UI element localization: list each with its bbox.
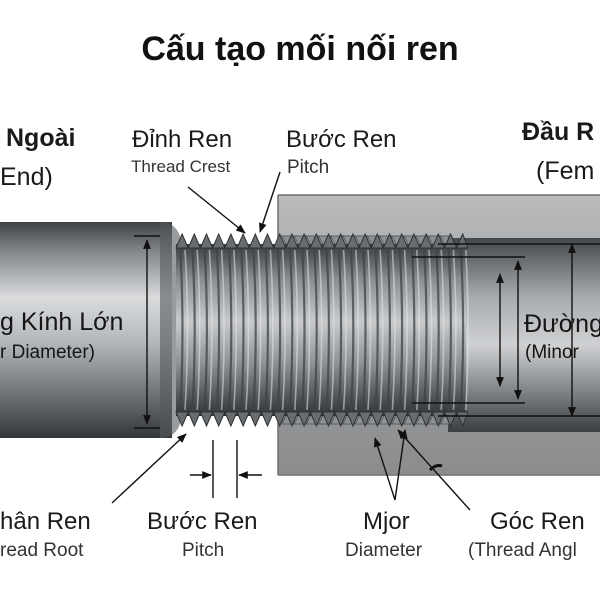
thread-root-en-label: read Root bbox=[0, 540, 84, 561]
male-end-label: Ngoài bbox=[6, 124, 76, 152]
thread-highlight bbox=[233, 249, 238, 411]
angle-arc bbox=[428, 464, 443, 472]
thread-turn bbox=[361, 245, 367, 415]
angle-leader bbox=[397, 429, 471, 511]
thread-highlight bbox=[428, 249, 433, 411]
major-diameter-bottom-label: Mjor bbox=[363, 508, 410, 535]
major-diameter-dimension bbox=[134, 235, 160, 429]
minor-diameter-label: Đường bbox=[524, 310, 600, 338]
thread-turn bbox=[252, 245, 257, 415]
thread-crest-profile-top bbox=[175, 232, 469, 250]
thread-highlight bbox=[306, 249, 311, 411]
thread-angle-label: Góc Ren bbox=[490, 508, 585, 535]
thread-turn bbox=[215, 245, 221, 415]
thread-highlight bbox=[257, 249, 262, 411]
pitch-bottom-en-label: Pitch bbox=[182, 540, 225, 561]
thread-highlight bbox=[391, 249, 396, 411]
thread-turn bbox=[459, 245, 465, 415]
female-end-en-label: (Fem bbox=[536, 157, 595, 185]
thread-highlight bbox=[220, 249, 225, 411]
thread-turn bbox=[264, 245, 269, 415]
thread-turn bbox=[191, 245, 196, 415]
thread-highlight bbox=[294, 249, 299, 411]
thread-highlight bbox=[184, 249, 189, 411]
pitch-top-en-label: Pitch bbox=[287, 157, 330, 178]
thread-highlight bbox=[269, 249, 274, 411]
thread-highlight bbox=[208, 249, 213, 411]
male-end-en-label: End) bbox=[0, 163, 53, 191]
thread-turn bbox=[337, 245, 343, 415]
thread-turn bbox=[178, 245, 184, 415]
thread-highlight bbox=[330, 249, 335, 411]
pitch-bottom-label: Bước Ren bbox=[147, 508, 258, 535]
female-end-label: Đầu R bbox=[522, 118, 595, 146]
thread-angle-en-label: (Thread Angl bbox=[468, 540, 577, 561]
thread-turn bbox=[374, 245, 379, 415]
thread-highlight bbox=[452, 249, 457, 411]
pitch-top-leader bbox=[259, 171, 281, 233]
pitch-top-label: Bước Ren bbox=[286, 126, 397, 153]
thread-turn bbox=[325, 245, 330, 415]
thread-turn bbox=[239, 245, 245, 415]
root-leader bbox=[111, 433, 187, 504]
thread-root-label: hân Ren bbox=[0, 508, 91, 535]
major-diameter-label: g Kính Lớn bbox=[0, 308, 124, 336]
thread-turn bbox=[313, 245, 318, 415]
thread-highlight bbox=[196, 249, 201, 411]
thread-turn bbox=[300, 245, 306, 415]
thread-highlight bbox=[379, 249, 384, 411]
thread-turn bbox=[276, 245, 282, 415]
thread-turn bbox=[349, 245, 355, 415]
crest-leader bbox=[187, 186, 246, 234]
thread-highlight bbox=[440, 249, 445, 411]
thread-highlight bbox=[416, 249, 421, 411]
thread-highlight bbox=[464, 249, 469, 411]
thread-crest-label: Đỉnh Ren bbox=[132, 126, 233, 153]
thread-highlight bbox=[281, 249, 286, 411]
thread-crest-profile-bottom bbox=[175, 410, 469, 428]
thread-turn bbox=[422, 245, 428, 415]
thread-turn bbox=[447, 245, 452, 415]
minor-diameter-en-label: (Minor bbox=[525, 342, 579, 363]
thread-highlight bbox=[245, 249, 250, 411]
male-threaded-section bbox=[176, 244, 469, 416]
major-diameter-en-label: r Diameter) bbox=[0, 342, 96, 363]
thread-highlight bbox=[318, 249, 323, 411]
major-diameter-bottom-en-label: Diameter bbox=[345, 540, 423, 561]
thread-turn bbox=[398, 245, 404, 415]
major-leader-b bbox=[394, 429, 408, 501]
page-title: Cấu tạo mối nối ren bbox=[141, 30, 459, 68]
thread-turn bbox=[386, 245, 391, 415]
thread-crest-en-label: Thread Crest bbox=[131, 157, 231, 176]
thread-highlight bbox=[403, 249, 408, 411]
minor-diameter-dimension bbox=[412, 243, 600, 417]
thread-highlight bbox=[355, 249, 360, 411]
thread-highlight bbox=[342, 249, 347, 411]
thread-turn bbox=[227, 245, 233, 415]
thread-turn bbox=[203, 245, 208, 415]
thread-turn bbox=[288, 245, 294, 415]
major-leader-a bbox=[373, 437, 396, 501]
thread-turn bbox=[410, 245, 416, 415]
thread-turn bbox=[435, 245, 440, 415]
thread-highlight bbox=[367, 249, 372, 411]
leader-lines bbox=[111, 171, 471, 511]
